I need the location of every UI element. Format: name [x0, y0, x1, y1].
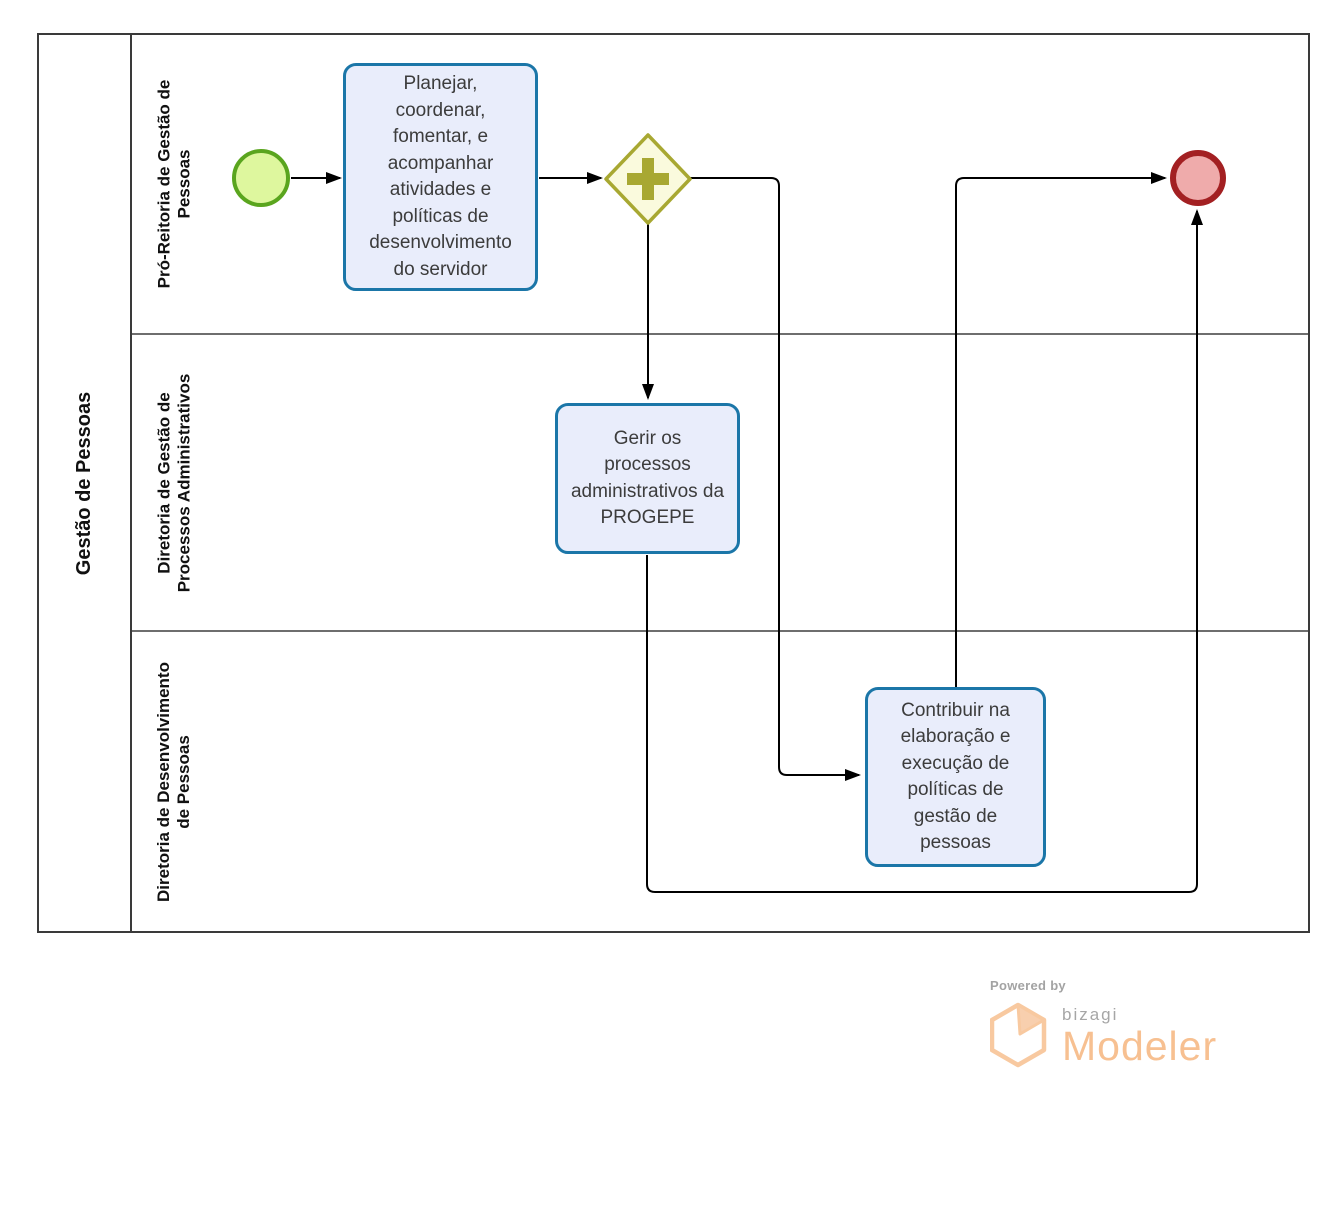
- bizagi-brand-text: bizagi: [1062, 1005, 1119, 1024]
- task-label: Gerir os processos administrativos da PR…: [570, 427, 725, 529]
- plus-icon: [627, 158, 669, 200]
- lane-label-pro-reitoria: Pró-Reitoria de Gestão de Pessoas: [134, 35, 214, 333]
- task-label: Planejar, coordenar, fomentar, e acompan…: [369, 73, 512, 280]
- task-planejar[interactable]: Planejar, coordenar, fomentar, e acompan…: [343, 63, 538, 291]
- end-event[interactable]: [1170, 150, 1226, 206]
- bizagi-modeler-logo: Powered by bizagi Modeler: [990, 978, 1217, 1070]
- lane-label-line: Diretoria de Desenvolvimento: [154, 661, 173, 902]
- task-gerir[interactable]: Gerir os processos administrativos da PR…: [555, 403, 740, 554]
- powered-by-text: Powered by: [990, 978, 1066, 993]
- lane-label-diretoria-desenvolvimento: Diretoria de Desenvolvimento de Pessoas: [134, 632, 214, 931]
- modeler-product-text: Modeler: [1062, 1023, 1218, 1069]
- lane-label-diretoria-processos: Diretoria de Gestão de Processos Adminis…: [134, 335, 214, 630]
- task-label: Contribuir na elaboração e execução de p…: [900, 699, 1011, 854]
- lane-label-line: Diretoria de Gestão de: [154, 391, 173, 574]
- lane-label-line: Processos Administrativos: [174, 373, 193, 592]
- lane-label-line: Pró-Reitoria de Gestão de: [154, 79, 173, 289]
- lane-diretoria-desenvolvimento: Diretoria de Desenvolvimento de Pessoas: [132, 630, 1308, 931]
- lane-label-line: de Pessoas: [174, 734, 193, 829]
- lane-pro-reitoria: Pró-Reitoria de Gestão de Pessoas: [132, 35, 1308, 333]
- parallel-gateway[interactable]: [603, 132, 695, 226]
- start-event[interactable]: [232, 149, 290, 207]
- bizagi-logo-icon: [990, 1002, 1047, 1068]
- lane-label-line: Pessoas: [174, 149, 193, 219]
- pool-label-band: Gestão de Pessoas: [39, 35, 132, 931]
- pool-label: Gestão de Pessoas: [73, 391, 95, 575]
- task-contribuir[interactable]: Contribuir na elaboração e execução de p…: [865, 687, 1046, 867]
